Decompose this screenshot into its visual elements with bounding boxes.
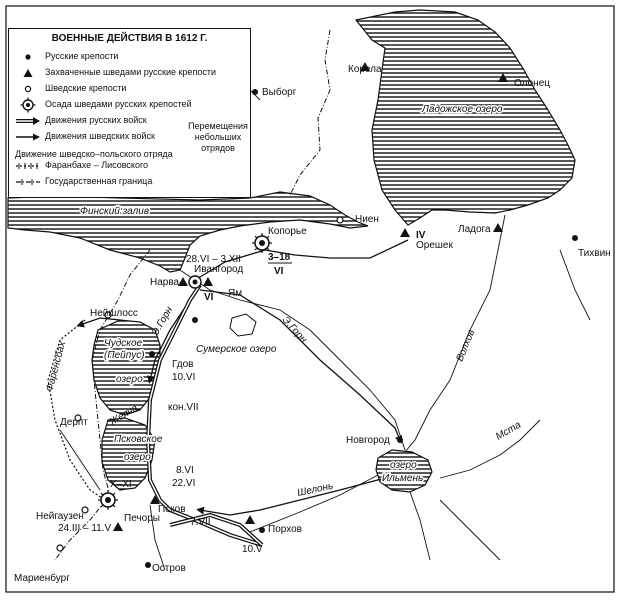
- date-kon-vii: кон.VII: [168, 402, 199, 413]
- label-pskovskoe-2: озеро: [124, 452, 151, 463]
- date-yam: VI: [204, 292, 214, 303]
- label-korela: Корела: [348, 64, 382, 75]
- legend-row-state-border: Государственная граница: [15, 176, 152, 187]
- swedish-movement-icon: [15, 131, 41, 142]
- legend-row-russian-movement: Движения русских войск: [15, 115, 147, 126]
- label-sumerskoe: Сумерское озеро: [196, 344, 277, 355]
- legend-side-note: Перемещения небольших отрядов: [185, 121, 251, 154]
- label-volkhov: Волхов: [455, 328, 478, 363]
- legend-label: Шведские крепости: [45, 83, 127, 93]
- label-neishloss: Нейшлосс: [90, 308, 138, 319]
- label-pskovskoe-1: Псковское: [114, 434, 163, 445]
- date-labels: 28.VI – 3.XII 3–18 VI IV VI 10.VI кон.VI…: [58, 230, 426, 555]
- label-pechory: Печоры: [124, 513, 160, 524]
- swedish-fortress-icon: [15, 83, 41, 94]
- captured-fortresses: [113, 62, 508, 531]
- label-olonets: Олонец: [514, 78, 550, 89]
- legend-label: Движение шведско–польского отряда: [15, 149, 173, 159]
- russian-movement-icon: [15, 115, 41, 126]
- date-gdov: 10.VI: [172, 372, 195, 383]
- label-ivangorod: Ивангород: [194, 264, 243, 275]
- legend-row-polish-swedish-movement: Движение шведско–польского отряда: [15, 149, 173, 160]
- date-koporye-top: 3–18: [268, 252, 291, 263]
- date-pskov-3: 7.VII: [190, 517, 211, 528]
- peipus-lake: [91, 319, 161, 416]
- label-oreshek: Орешек: [416, 240, 453, 251]
- label-nien: Ниен: [355, 214, 379, 225]
- label-narva: Нарва: [150, 277, 180, 288]
- place-labels: Выборг Корела Олонец Ниен Орешек Ладога …: [14, 64, 611, 584]
- date-pechory-2: 24.III – 11.V: [58, 523, 112, 534]
- legend-label: Движения русских войск: [45, 115, 147, 125]
- label-neigauzen: Нейгаузен: [36, 511, 84, 522]
- date-pechory-1: X–XI: [110, 479, 132, 490]
- label-msta: Мста: [494, 419, 523, 442]
- label-finnish-gulf: Финский залив: [80, 206, 149, 217]
- date-narva: 28.VI – 3.XII: [186, 254, 241, 265]
- date-porkhov: 10.V: [242, 544, 263, 555]
- label-porkhov: Порхов: [268, 524, 302, 535]
- legend-row-siege: Осада шведами русских крепостей: [15, 97, 192, 112]
- legend-title: ВОЕННЫЕ ДЕЙСТВИЯ В 1612 Г.: [51, 33, 208, 44]
- label-chudskoe-2: (Пейпус): [104, 350, 145, 361]
- russian-routes: [145, 283, 264, 547]
- sumerskoe-lake: [229, 313, 257, 337]
- label-chudskoe-1: Чудское: [104, 338, 143, 349]
- label-marienburg: Мариенбург: [14, 572, 70, 584]
- legend-row-russian-fortress: Русские крепости: [15, 51, 118, 62]
- label-ilmen-1: озеро: [390, 460, 417, 471]
- date-pskov-1: 8.VI: [176, 465, 194, 476]
- label-tikhvin: Тихвин: [578, 248, 611, 259]
- label-gdov: Гдов: [172, 359, 193, 370]
- legend-label: Государственная граница: [45, 176, 153, 186]
- finnish-gulf: [7, 191, 369, 273]
- date-oreshek: IV: [416, 230, 426, 241]
- legend-side-note-line: Перемещения: [188, 121, 248, 131]
- label-vyborg: Выборг: [262, 86, 297, 98]
- label-chudskoe-3: озеро: [116, 374, 143, 385]
- label-farensbach: Фаренсбах: [43, 339, 68, 393]
- label-koporye: Копорье: [268, 226, 307, 237]
- label-yam: Ям: [228, 288, 242, 299]
- russian-fortresses: [145, 89, 578, 568]
- date-pskov-2: 22.VI: [172, 478, 195, 489]
- polish-swedish-movement-icon: [15, 160, 41, 171]
- siege-markers: [98, 233, 272, 510]
- legend-label: Осада шведами русских крепостей: [45, 99, 192, 109]
- label-ilmen-2: Ильмень: [382, 473, 423, 484]
- captured-fortress-icon: [15, 67, 41, 78]
- state-border-icon: [15, 176, 41, 187]
- ilmen-lake: [375, 449, 433, 493]
- polish-swedish-route: [47, 319, 106, 501]
- legend-label: Движения шведских войск: [45, 131, 155, 141]
- label-dorpat: Дерпт: [60, 417, 88, 428]
- date-koporye-bottom: VI: [274, 266, 284, 277]
- russian-fortress-icon: [15, 51, 41, 62]
- siege-icon: [15, 97, 41, 112]
- state-border: [54, 29, 331, 561]
- legend-row-captured-fortress: Захваченные шведами русские крепости: [15, 67, 216, 78]
- legend-side-note-line: отрядов: [201, 143, 235, 153]
- label-ladoga: Ладога: [458, 224, 491, 235]
- ladoga-lake: [354, 9, 576, 226]
- label-ladoga-lake: Ладожское озеро: [421, 104, 503, 115]
- legend-label: Русские крепости: [45, 51, 119, 61]
- legend-label: Захваченные шведами русские крепости: [45, 67, 216, 77]
- legend-label: Фаранбахе – Лисовского: [45, 160, 149, 170]
- legend-side-note-line: небольших: [194, 132, 242, 142]
- label-ostrov: Остров: [152, 563, 186, 574]
- label-pskov: Псков: [158, 504, 186, 515]
- swedish-routes: [76, 239, 409, 516]
- legend-row-polish-swedish-movement-2: Фаранбахе – Лисовского: [15, 160, 148, 171]
- label-novgorod: Новгород: [346, 435, 390, 446]
- legend-row-swedish-movement: Движения шведских войск: [15, 131, 155, 142]
- legend-row-swedish-fortress: Шведские крепости: [15, 83, 126, 94]
- map-legend: ВОЕННЫЕ ДЕЙСТВИЯ В 1612 Г. Русские крепо…: [8, 28, 251, 198]
